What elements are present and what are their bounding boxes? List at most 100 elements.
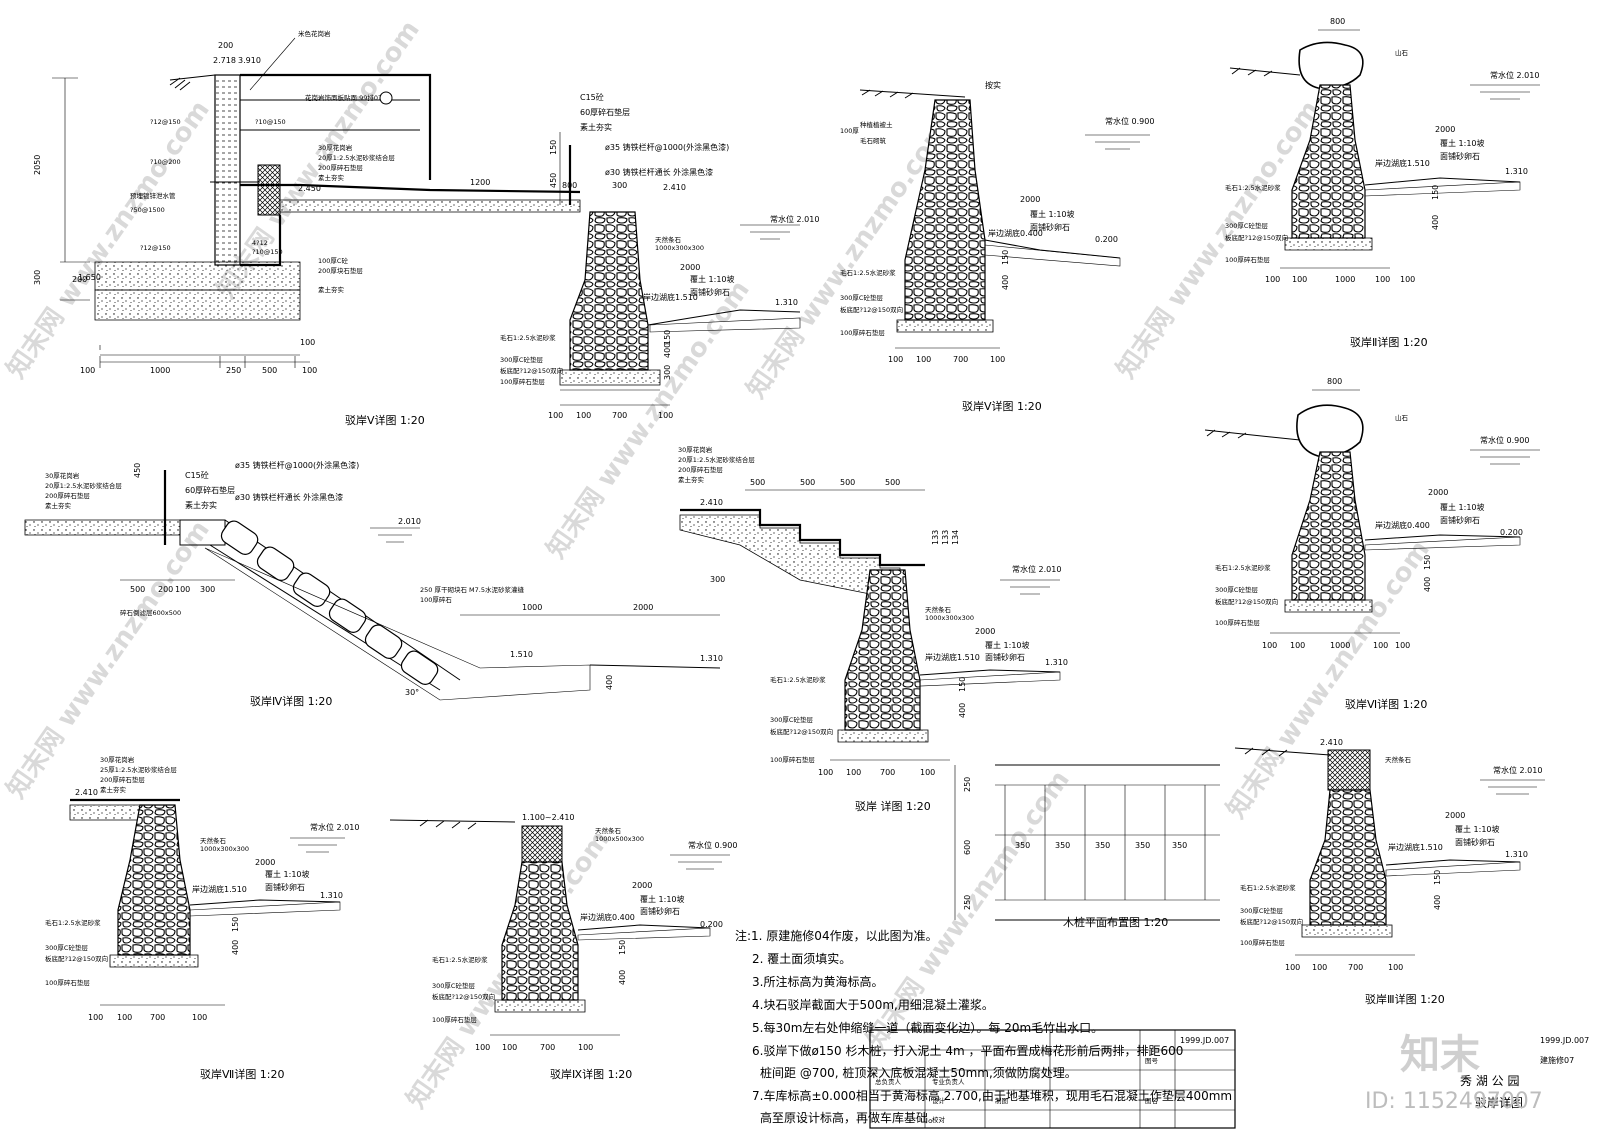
- dim-400: 400: [1431, 215, 1440, 230]
- dim-bottom: 250: [226, 366, 241, 375]
- layer-label: 200厚碎石垫层: [678, 465, 723, 474]
- rebar-label: ?12@150: [140, 244, 171, 252]
- dim-2000: 2000: [975, 627, 995, 636]
- water-level: 常水位 2.010: [310, 822, 359, 832]
- elev-top: 2.410: [1320, 738, 1343, 747]
- dim-150: 150: [1423, 555, 1432, 570]
- material-label: 毛石砌筑: [860, 136, 887, 145]
- detail-title: 驳岸Ⅵ详图 1:20: [1345, 697, 1427, 711]
- rail-label: 60厚碎石垫层: [185, 485, 235, 495]
- material-label: 毛石1:2.5水泥砂浆: [840, 268, 896, 277]
- dim: 100: [175, 585, 190, 594]
- note-line: 桩间距 @700, 桩顶深入底板混凝土50mm,须做防腐处理。: [760, 1065, 1077, 1080]
- rail-label: 60厚碎石垫层: [580, 107, 630, 117]
- dim: 100: [548, 411, 563, 420]
- dim-300: 300: [612, 181, 627, 190]
- dim: 700: [612, 411, 627, 420]
- dim: 500: [130, 585, 145, 594]
- detail-v-wall: 常水位 2.010 天然条石 1000x300x300 2000 覆土 1:10…: [500, 211, 819, 420]
- rail-label: C15砼: [580, 92, 604, 102]
- slope-label: 覆土 1:10坡: [1440, 502, 1485, 512]
- dim-400: 400: [605, 675, 614, 690]
- lake-bottom: 岸边湖底1.510: [1375, 158, 1430, 168]
- rail-label: ø35 铸铁栏杆@1000(外涂黑色漆): [235, 460, 359, 470]
- note-line: 3.所注标高为黄海标高。: [752, 974, 883, 989]
- detail-vi-section: 800 山石 常水位 0.900 2000 覆土 1:10坡 面铺砂卵石 岸边湖…: [1204, 377, 1540, 711]
- dim: 100: [1373, 641, 1388, 650]
- dim: 100: [1395, 641, 1410, 650]
- rubble-label: 碎石倒滤层600x500: [120, 608, 181, 617]
- title-cell: 专业负责人: [932, 1077, 965, 1086]
- layer-label: 200厚块石垫层: [318, 266, 363, 275]
- dim: 100: [192, 1013, 207, 1022]
- water-level: 常水位 2.010: [1012, 564, 1061, 574]
- cap-size: 1000x500x300: [595, 835, 644, 843]
- pile-dim-v: 250: [963, 895, 972, 910]
- note-line: 5.每30m左右处伸缩缝一道（截面变化边）。每 20m毛竹出水口。: [752, 1020, 1103, 1035]
- rail-label: ø35 铸铁栏杆@1000(外涂黑色漆): [605, 142, 729, 152]
- material-label: 100厚: [840, 127, 859, 135]
- slope-label: 覆土 1:10坡: [265, 869, 310, 879]
- pile-dim-h: 350: [1055, 841, 1070, 850]
- elev-label: 2.718: [213, 56, 236, 65]
- sand-label: 面铺砂卵石: [265, 882, 305, 892]
- detail-title: 驳岸Ⅶ详图 1:20: [200, 1067, 285, 1081]
- dim: 100: [502, 1043, 517, 1052]
- material-label: 板底配?12@150双向: [770, 727, 833, 736]
- dim-1000: 1000: [522, 603, 542, 612]
- dim-300: 300: [710, 575, 725, 584]
- dim: 100: [1265, 275, 1280, 284]
- dim-150: 150: [663, 330, 672, 345]
- detail-ix-section: 1.100~2.410 天然条石 1000x500x300 常水位 0.900 …: [389, 813, 737, 1081]
- title-block: 总负责人 专业负责人 设计 制图 校对 图名 图号 1999.JD.007 19…: [869, 1029, 1589, 1129]
- dim: 100: [990, 355, 1005, 364]
- dim-top: 800: [1330, 17, 1345, 26]
- drawing-code-right: 1999.JD.007: [1540, 1036, 1589, 1045]
- pile-dim-v: 250: [963, 777, 972, 792]
- drawing-code: 1999.JD.007: [1180, 1036, 1229, 1045]
- general-notes: 注:1. 原建施修04作废，以此图为准。 2. 覆土面须填实。 3.所注标高为黄…: [735, 928, 1232, 1125]
- rail-label: 素土夯实: [580, 122, 612, 132]
- dim: 100: [1285, 963, 1300, 972]
- brand-logo-text: 知末: [1400, 1032, 1480, 1078]
- detail-title: 驳岸 详图 1:20: [855, 799, 931, 813]
- layer-label: 30厚花岗岩: [678, 445, 713, 454]
- material-label: 300厚C砼垫层: [770, 715, 813, 724]
- rock-label: 山石: [1395, 413, 1409, 422]
- dim: 700: [1348, 963, 1363, 972]
- material-label: 种植植被土: [860, 120, 893, 129]
- elev-top: 1.100~2.410: [522, 813, 575, 822]
- sand-label: 面铺砂卵石: [1440, 515, 1480, 525]
- dim: 100: [117, 1013, 132, 1022]
- lake-bottom: 岸边湖底1.510: [925, 652, 980, 662]
- detail-title: 驳岸Ⅸ详图 1:20: [550, 1067, 632, 1081]
- title-cell: 总负责人: [875, 1077, 902, 1086]
- rail-label: 素土夯实: [185, 500, 217, 510]
- dim-400: 400: [663, 343, 672, 358]
- water-level: 常水位 2.010: [770, 214, 819, 224]
- material-label: 300厚C砼垫层: [432, 981, 475, 990]
- dim-450: 450: [133, 463, 142, 478]
- material-label: 100厚碎石垫层: [500, 377, 545, 386]
- sand-label: 面铺砂卵石: [1440, 151, 1480, 161]
- dim-1200: 1200: [470, 178, 490, 187]
- dim: 300: [200, 585, 215, 594]
- lake-bottom: 岸边湖底1.510: [192, 884, 247, 894]
- layer-label: 素土夯实: [45, 501, 72, 510]
- step-dim: 500: [750, 478, 765, 487]
- elev-label: 1.310: [320, 891, 343, 900]
- detail-title: 驳岸V详图 1:20: [962, 399, 1042, 413]
- material-label: 毛石1:2.5水泥砂浆: [1225, 183, 1281, 192]
- elev-label: 1.650: [78, 273, 101, 282]
- dim: 100: [88, 1013, 103, 1022]
- cap-label: 天然条石: [1385, 755, 1412, 764]
- dim-200: 200: [72, 275, 87, 284]
- layer-label: 200厚碎石垫层: [45, 491, 90, 500]
- title-cell: 图号: [1145, 1057, 1159, 1065]
- layer-label: 200厚碎石垫层: [318, 163, 363, 172]
- detail-title: 驳岸Ⅳ详图 1:20: [250, 694, 332, 708]
- detail-title: 驳岸Ⅱ详图 1:20: [1350, 335, 1428, 349]
- layer-label: 30厚花岗岩: [45, 471, 80, 480]
